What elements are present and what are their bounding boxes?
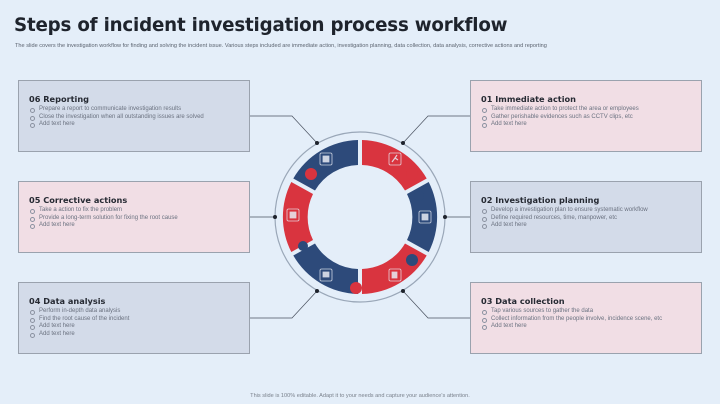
connector-dots — [273, 141, 447, 293]
segment-05 — [282, 182, 313, 252]
step-card-01-immediate-action: 01 Immediate action Take immediate actio… — [470, 80, 702, 152]
step-card-02-investigation-planning: 02 Investigation planning Develop a inve… — [470, 181, 702, 253]
step-bullet: Take immediate action to protect the are… — [481, 106, 671, 114]
ring-segments — [282, 140, 438, 294]
step-bullet: Tap various sources to gather the data — [481, 308, 671, 316]
step-bullet: Close the investigation when all outstan… — [29, 114, 219, 122]
step-title: 02 Investigation planning — [481, 195, 600, 205]
step-bullet: Add text here — [29, 331, 219, 339]
connector-03 — [402, 290, 470, 319]
step-bullet: Add text here — [481, 121, 671, 129]
connector-04 — [250, 290, 318, 319]
step-card-06-reporting: 06 Reporting Prepare a report to communi… — [18, 80, 250, 152]
page-subtitle: The slide covers the investigation workf… — [15, 43, 547, 49]
step-bullet: Add text here — [481, 222, 671, 230]
step-bullet: Add text here — [481, 323, 671, 331]
running-person-icon — [388, 152, 402, 166]
step-title: 06 Reporting — [29, 94, 90, 104]
step-card-04-data-analysis: 04 Data analysis Perform in-depth data a… — [18, 282, 250, 354]
step-bullet: Find the root cause of the incident — [29, 316, 219, 324]
step-card-03-data-collection: 03 Data collection Tap various sources t… — [470, 282, 702, 354]
step-bullet: Take a action to fix the problem — [29, 207, 219, 215]
step-title: 05 Corrective actions — [29, 195, 128, 205]
document-plan-icon — [418, 210, 432, 224]
step-bullet: Perform in-depth data analysis — [29, 308, 219, 316]
step-bullet: Collect information from the people invo… — [481, 316, 671, 324]
step-title: 01 Immediate action — [481, 94, 576, 104]
analysis-chart-icon — [319, 268, 333, 282]
step-bullet: Define required resources, time, manpowe… — [481, 215, 671, 223]
connector-lines — [250, 115, 470, 319]
step-card-05-corrective-actions: 05 Corrective actions Take a action to f… — [18, 181, 250, 253]
step-title: 04 Data analysis — [29, 296, 106, 306]
step-bullet: Add text here — [29, 121, 219, 129]
step-bullet: Provide a long-term solution for fixing … — [29, 215, 219, 223]
hand-fix-icon — [286, 208, 300, 222]
clipboard-report-icon — [319, 152, 333, 166]
step-bullet: Develop a investigation plan to ensure s… — [481, 207, 671, 215]
step-bullet: Gather perishable evidences such as CCTV… — [481, 114, 671, 122]
connector-01 — [402, 115, 470, 144]
connector-06 — [250, 115, 318, 144]
step-title: 03 Data collection — [481, 296, 565, 306]
page-title: Steps of incident investigation process … — [14, 14, 508, 36]
data-search-icon — [388, 268, 402, 282]
step-bullet: Add text here — [29, 222, 219, 230]
step-bullet: Prepare a report to communicate investig… — [29, 106, 219, 114]
step-bullet: Add text here — [29, 323, 219, 331]
footer-note: This slide is 100% editable. Adapt it to… — [250, 393, 470, 399]
